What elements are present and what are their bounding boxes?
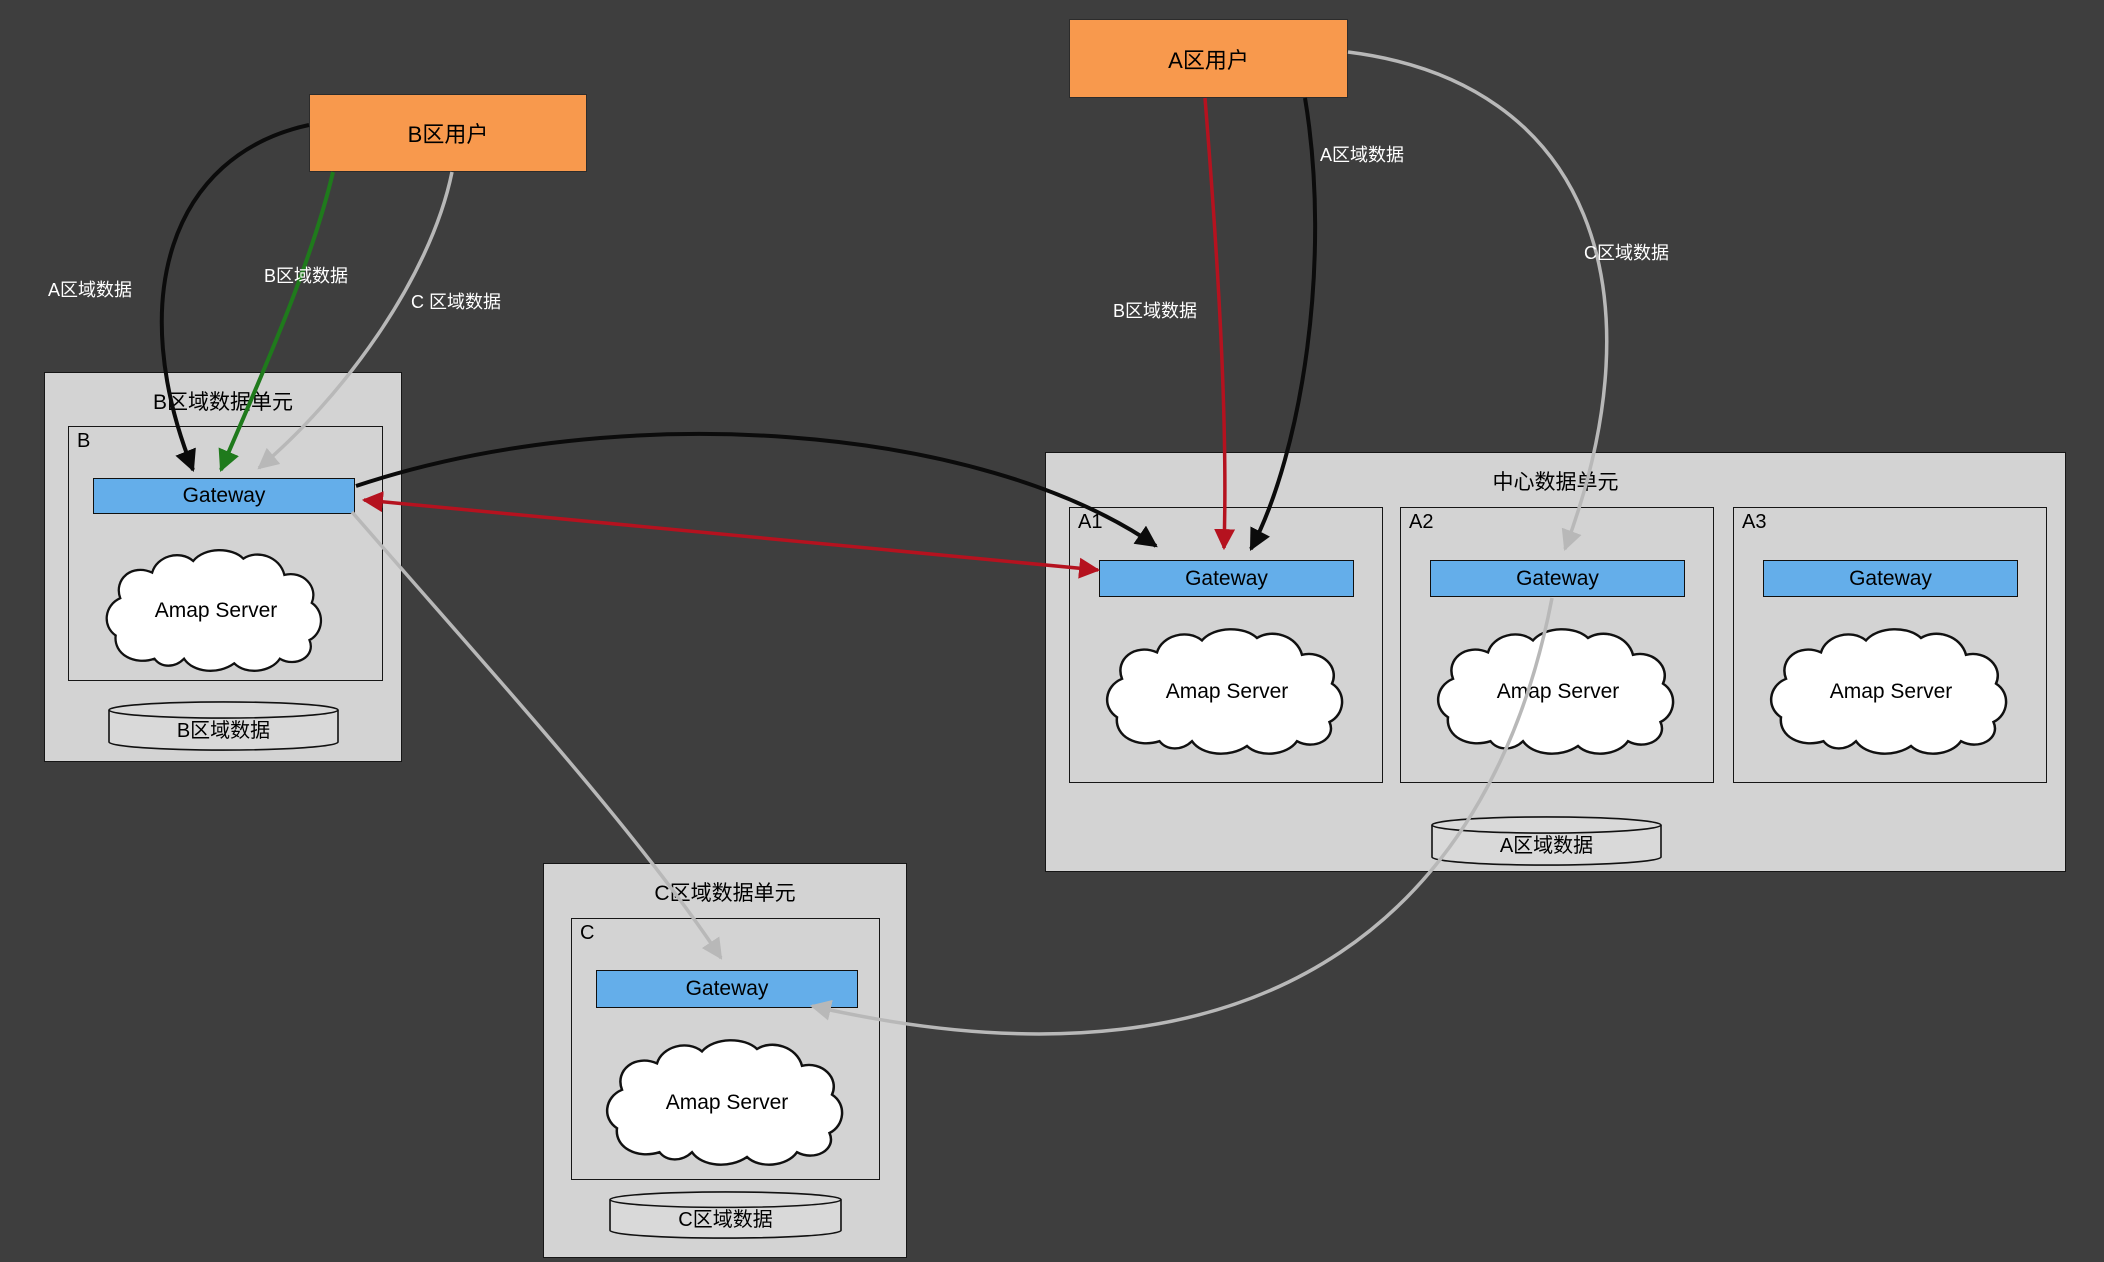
cylinder-shape (108, 701, 339, 751)
unit-c-container: C区域数据单元 C Gateway Amap Server C区域数据 (543, 863, 907, 1258)
subunit-a3-box: A3 Gateway Amap Server (1733, 507, 2047, 783)
edge-label-b-b-data: B区域数据 (264, 266, 349, 286)
edge-label-a-b-data: B区域数据 (1113, 301, 1198, 321)
unit-c-title: C区域数据单元 (654, 882, 796, 905)
gateway-a2: Gateway (1430, 560, 1685, 597)
gateway-a1: Gateway (1099, 560, 1354, 597)
amap-server-cloud-a3: Amap Server (1766, 626, 2016, 758)
cylinder-body (108, 701, 339, 751)
gateway-c: Gateway (596, 970, 858, 1008)
amap-server-label: Amap Server (1165, 680, 1289, 703)
cylinder-top-edge (609, 1199, 842, 1209)
arrow-gatewaya1-gatewayb-red (361, 491, 1101, 579)
unit-center-title: 中心数据单元 (1492, 471, 1619, 494)
database-b-label: B区域数据 (176, 719, 271, 742)
database-a-cylinder: A区域数据 (1431, 816, 1662, 866)
database-a-label: A区域数据 (1499, 834, 1594, 857)
subunit-a2-box: A2 Gateway Amap Server (1400, 507, 1714, 783)
cloud-outline (105, 549, 323, 672)
cloud-shape (105, 549, 323, 672)
amap-server-label: Amap Server (1496, 680, 1620, 703)
amap-server-cloud-a1: Amap Server (1102, 626, 1352, 758)
cylinder-shape (609, 1191, 842, 1239)
amap-server-label: Amap Server (1829, 680, 1953, 703)
database-b-cylinder: B区域数据 (108, 701, 339, 751)
cylinder-body (609, 1191, 842, 1239)
subunit-a2-label: A2 (1409, 511, 1434, 533)
unit-b-box: B Gateway Amap Server (68, 426, 383, 681)
amap-server-label: Amap Server (154, 599, 278, 622)
user-a-node: A区用户 (1069, 19, 1348, 98)
unit-c-box: C Gateway Amap Server (571, 918, 880, 1180)
cloud-shape (606, 1039, 844, 1166)
unit-center-container: 中心数据单元 A1 Gateway Amap Server A2 Gateway… (1045, 452, 2066, 872)
subunit-a1-label: A1 (1078, 511, 1103, 533)
cloud-outline (606, 1039, 844, 1166)
unit-b-box-label: B (77, 430, 91, 452)
unit-b-title: B区域数据单元 (152, 391, 293, 414)
cloud-outline (1770, 628, 2008, 755)
unit-c-box-label: C (580, 922, 595, 944)
gateway-a3: Gateway (1763, 560, 2018, 597)
unit-b-container: B区域数据单元 B Gateway Amap Server B区域数据 (44, 372, 402, 762)
database-c-cylinder: C区域数据 (609, 1191, 842, 1239)
amap-server-cloud-a2: Amap Server (1433, 626, 1683, 758)
cloud-shape (1770, 628, 2008, 755)
gateway-b: Gateway (93, 478, 355, 514)
edge-label-b-c-data: C 区域数据 (411, 292, 501, 312)
database-c-label: C区域数据 (678, 1208, 773, 1231)
amap-server-cloud-c: Amap Server (602, 1037, 852, 1169)
subunit-a3-label: A3 (1742, 511, 1767, 533)
edge-label-a-c-data: C区域数据 (1584, 243, 1669, 263)
subunit-a1-box: A1 Gateway Amap Server (1069, 507, 1383, 783)
amap-server-label: Amap Server (665, 1091, 789, 1114)
cylinder-top-edge (108, 709, 339, 719)
edge-label-b-a-data: A区域数据 (48, 280, 133, 300)
arrow-gatewayb-to-gatewaya1 (355, 431, 1158, 548)
amap-server-cloud-b: Amap Server (102, 547, 330, 675)
user-b-node: B区用户 (309, 94, 587, 172)
edge-label-a-a-data: A区域数据 (1320, 145, 1405, 165)
